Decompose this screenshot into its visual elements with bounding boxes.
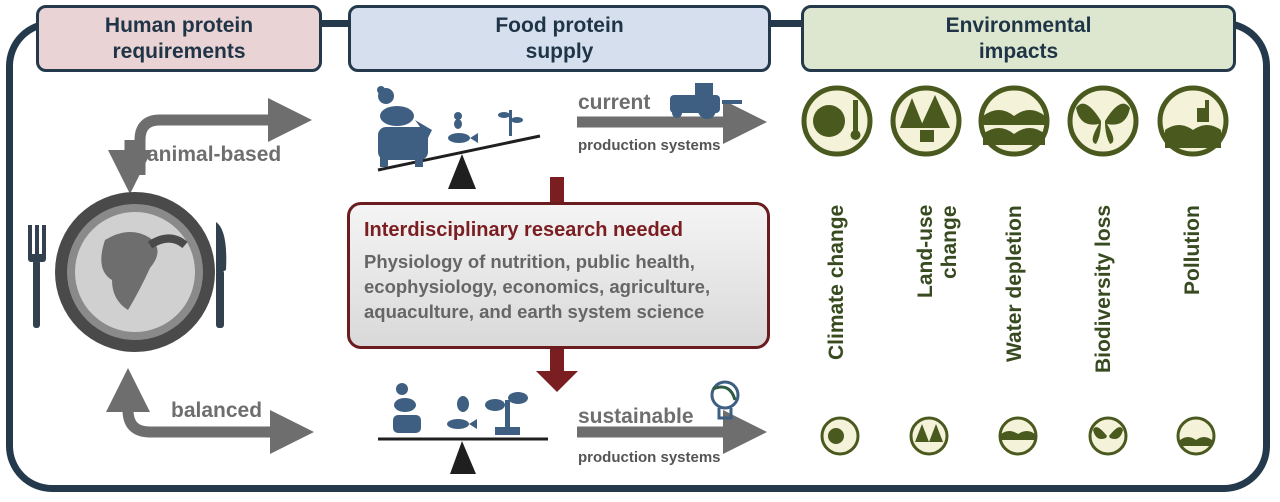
research-box: Interdisciplinary research needed Physio… bbox=[347, 202, 770, 349]
label-animal-based: animal-based bbox=[147, 143, 282, 166]
seesaw-sustainable bbox=[378, 437, 548, 474]
header-human-protein-requirements: Human protein requirements bbox=[36, 5, 322, 72]
label-production-systems-sustainable: production systems bbox=[578, 449, 721, 466]
small-animal-stack-icon bbox=[393, 383, 421, 433]
fish-icon bbox=[448, 133, 478, 143]
label-production-systems-current: production systems bbox=[578, 137, 721, 154]
plate-icon bbox=[55, 192, 215, 352]
impact-label-water-depletion: Water depletion bbox=[1003, 205, 1026, 362]
fork-icon bbox=[28, 225, 46, 328]
impact-icons-top bbox=[801, 85, 1229, 157]
label-sustainable: sustainable bbox=[578, 405, 694, 428]
insect-small-icon bbox=[457, 396, 469, 412]
impact-label-land-use-change: Land-use change bbox=[914, 205, 961, 299]
research-arrow-head bbox=[536, 371, 578, 392]
insect-icon bbox=[454, 112, 462, 129]
tractor-icon bbox=[670, 83, 742, 119]
research-arrow-top bbox=[550, 177, 564, 203]
fish-small-icon bbox=[447, 419, 477, 429]
impact-label-pollution: Pollution bbox=[1181, 205, 1204, 295]
knife-icon bbox=[216, 222, 227, 328]
research-title: Interdisciplinary research needed bbox=[364, 219, 684, 241]
impact-label-biodiversity-loss: Biodiversity loss bbox=[1092, 205, 1115, 374]
plant-icon bbox=[498, 110, 523, 136]
plant-large-icon bbox=[485, 392, 528, 435]
label-balanced: balanced bbox=[171, 399, 263, 422]
seesaw-current bbox=[377, 134, 541, 189]
animal-stack-icon bbox=[377, 86, 432, 167]
impact-label-climate-change: Climate change bbox=[825, 205, 848, 361]
label-current: current bbox=[578, 91, 651, 114]
lightbulb-leaf-icon bbox=[710, 380, 740, 420]
animal-based-arrow bbox=[134, 98, 312, 175]
balanced-arrow bbox=[122, 409, 314, 454]
research-arrow-bottom bbox=[550, 349, 564, 371]
impact-icons-bottom bbox=[820, 416, 1216, 456]
research-disciplines: Physiology of nutrition, public health, … bbox=[364, 251, 711, 322]
header-food-protein-supply: Food protein supply bbox=[348, 5, 771, 72]
header-environmental-impacts: Environmental impacts bbox=[801, 5, 1236, 72]
